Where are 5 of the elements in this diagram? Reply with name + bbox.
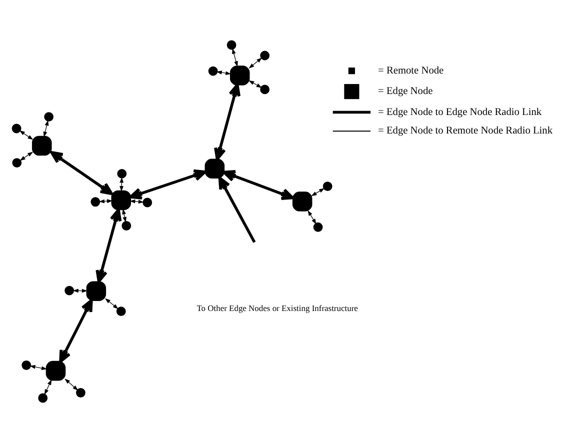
label: To Other Edge Nodes or Existing Infrastructure: [196, 303, 358, 314]
legend-label: = Remote Node: [378, 65, 444, 76]
legend-label: = Edge Node to Remote Node Radio Link: [378, 126, 553, 137]
legend-label: = Edge Node to Edge Node Radio Link: [378, 106, 542, 118]
legend-label: = Edge Node: [378, 86, 433, 98]
